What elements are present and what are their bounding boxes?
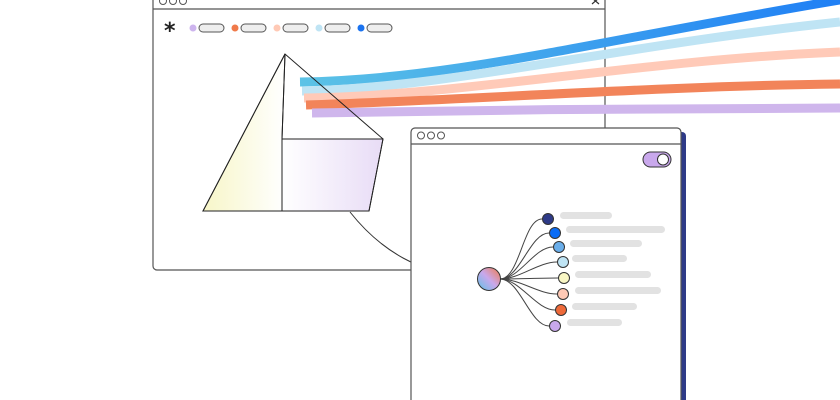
tree-node[interactable] (555, 304, 567, 316)
tree-node[interactable] (542, 213, 554, 225)
legend-swatch (315, 24, 323, 32)
asterisk-icon: * (164, 19, 176, 44)
light-beam (305, 79, 840, 110)
light-beam (299, 0, 840, 87)
tree-node[interactable] (549, 320, 561, 332)
tree-node[interactable] (557, 288, 569, 300)
legend-swatch (273, 24, 281, 32)
tree-node[interactable] (557, 256, 569, 268)
placeholder-text-bar (572, 303, 637, 310)
toggle-switch[interactable] (642, 151, 672, 168)
legend-label-pill (198, 23, 225, 33)
hub-node[interactable] (477, 267, 501, 291)
light-beam (311, 103, 840, 118)
legend-label-pill (324, 23, 351, 33)
detail-window (410, 127, 686, 400)
legend-swatch (231, 24, 239, 32)
tree-branch (499, 278, 550, 327)
legend-swatch (357, 24, 365, 32)
legend-label-pill (240, 23, 267, 33)
legend-label-pill (366, 23, 393, 33)
placeholder-text-bar (560, 212, 612, 219)
light-beam (301, 17, 840, 96)
close-icon[interactable] (591, 0, 600, 5)
legend (189, 23, 393, 33)
window-controls[interactable] (159, 0, 187, 5)
light-beams (299, 0, 840, 118)
tree-node[interactable] (549, 227, 561, 239)
window-controls[interactable] (417, 131, 445, 140)
tree-branch (499, 246, 554, 280)
tree-node[interactable] (553, 241, 565, 253)
tree-node[interactable] (558, 272, 570, 284)
tree-diagram (499, 212, 665, 332)
light-beam (303, 47, 840, 103)
placeholder-text-bar (575, 287, 661, 294)
prism (202, 53, 384, 212)
placeholder-text-bar (570, 240, 642, 247)
legend-label-pill (282, 23, 309, 33)
placeholder-text-bar (566, 226, 665, 233)
legend-swatch (189, 24, 197, 32)
placeholder-text-bar (572, 255, 627, 262)
placeholder-text-bar (567, 319, 622, 326)
placeholder-text-bar (575, 271, 651, 278)
